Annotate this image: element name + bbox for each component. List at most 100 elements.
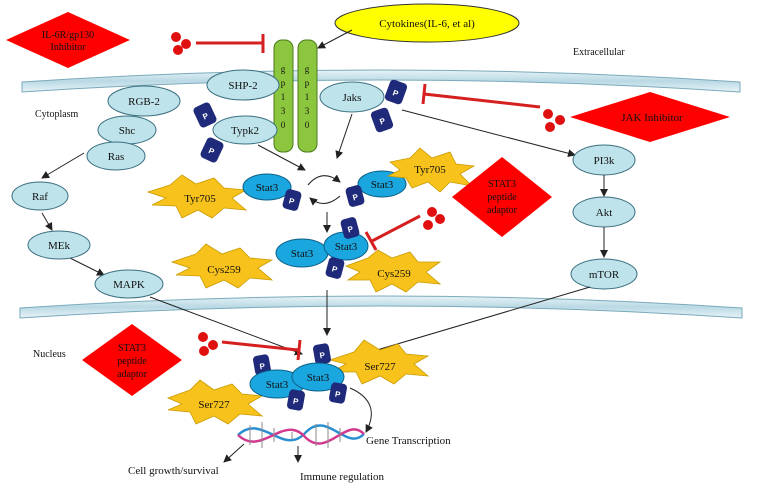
node-raf-label: Raf — [32, 191, 48, 203]
svg-text:P: P — [259, 361, 266, 371]
ser727-label-right: Ser727 — [364, 361, 396, 373]
svg-text:P: P — [352, 192, 360, 202]
stat3-adaptor-diamond-nucleus — [82, 324, 182, 396]
gene-transcription-label: Gene Transcription — [366, 435, 451, 447]
cys259-burst-left — [170, 243, 274, 289]
node-mek — [27, 230, 91, 260]
stat3-adaptor-nuc-inhibition-line — [221, 340, 299, 352]
tyr705-label-right: Tyr705 — [414, 164, 446, 176]
svg-text:g: g — [281, 64, 286, 74]
cytokine-arrow — [317, 29, 353, 49]
stat3-dimer-phospho-top: P — [340, 217, 360, 239]
svg-text:0: 0 — [281, 120, 286, 130]
dna-to-cell-growth-arrow — [223, 443, 245, 463]
node-rgb2 — [107, 85, 181, 117]
stat3-adaptor-nuc-line3: adaptor — [117, 369, 148, 380]
svg-text:P: P — [331, 264, 339, 274]
gp130-receptor-right — [297, 39, 318, 153]
nuc-phospho-left-bottom: P — [287, 389, 305, 411]
cytokines-label: Cytokines(IL-6, et al) — [379, 18, 475, 30]
svg-text:1: 1 — [305, 92, 310, 102]
stat3-adaptor-diamond-cytoplasm — [452, 157, 552, 237]
jaks-to-stat3-arrow — [335, 113, 353, 159]
svg-text:1: 1 — [281, 92, 286, 102]
node-mtor-label: mTOR — [589, 269, 620, 281]
gp130-receptor-left — [273, 39, 294, 153]
stat3-monomer-left-label: Stat3 — [256, 182, 279, 194]
nuc-phospho-right-bottom: P — [329, 382, 347, 404]
jaks-phospho-bottom: P — [370, 107, 394, 133]
mapk-pathway-edges — [41, 152, 105, 276]
tyr705-burst-left — [146, 174, 248, 219]
typk2-phospho-top: P — [193, 102, 217, 128]
node-shp2-label: SHP-2 — [228, 80, 257, 92]
svg-text:P: P — [292, 397, 299, 407]
svg-text:p: p — [305, 78, 310, 88]
il6r-inhibitor-label-line1: IL-6R/gp130 — [42, 30, 94, 41]
jaks-to-pi3k-arrow — [401, 109, 576, 158]
svg-text:P: P — [207, 146, 216, 157]
node-shc-label: Shc — [119, 125, 136, 137]
nuclear-membrane — [19, 295, 743, 319]
stat3-monomer-right — [357, 170, 407, 198]
stat3-dimer-phospho-bottom: P — [325, 257, 345, 279]
dna-helix-icon — [237, 422, 365, 448]
jak-inhibition-bar — [421, 83, 427, 105]
stat3-adaptor-nuc-molecules — [198, 332, 218, 356]
dimerization-cycle-arrow-top — [307, 174, 341, 186]
cytoplasm-label: Cytoplasm — [35, 109, 79, 120]
node-pi3k-label: PI3k — [594, 155, 615, 167]
stat3-monomer-left — [242, 173, 292, 201]
jaks-phospho-top: P — [384, 79, 408, 105]
ser727-label-left: Ser727 — [198, 399, 230, 411]
stat3-adaptor-cyto-inhibition-bar — [364, 231, 378, 251]
node-mek-label: MEk — [48, 240, 71, 252]
svg-text:P: P — [288, 196, 296, 206]
nuc-phospho-left-top: P — [253, 354, 271, 376]
stat3-left-phospho: P — [282, 189, 302, 211]
gp130-left-letters: g p 1 3 0 — [281, 64, 286, 130]
tyr705-label-left: Tyr705 — [184, 193, 216, 205]
typk2-phospho-bottom: P — [200, 137, 224, 163]
node-mapk-label: MAPK — [113, 279, 145, 291]
node-shp2 — [206, 69, 280, 101]
mapk-to-nucleus-arrow — [149, 296, 303, 356]
jak-inhibition-line — [423, 92, 541, 109]
svg-text:p: p — [281, 78, 286, 88]
jak-inhibitor-molecules — [543, 109, 565, 132]
node-typk2 — [212, 115, 278, 145]
dimerization-cycle-arrow-bottom — [309, 195, 341, 206]
svg-text:g: g — [305, 64, 310, 74]
svg-text:0: 0 — [305, 120, 310, 130]
node-ras — [86, 141, 146, 171]
stat3-dimer-left-label: Stat3 — [291, 248, 314, 260]
nucleus-label: Nucleus — [33, 349, 66, 360]
jak-inhibitor-label: JAK Inhibitor — [621, 112, 683, 124]
stat3-right-phospho: P — [345, 185, 365, 207]
svg-text:P: P — [334, 390, 341, 400]
stat3-adaptor-nuc-line1: STAT3 — [118, 343, 146, 354]
cytokines-ellipse — [334, 3, 520, 43]
stat3-adaptor-cyto-line3: adaptor — [487, 205, 518, 216]
svg-text:P: P — [347, 224, 355, 234]
svg-text:P: P — [201, 111, 210, 122]
ser727-burst-right — [328, 339, 430, 385]
stat3-nucleus-right-label: Stat3 — [307, 372, 330, 384]
node-rgb2-label: RGB-2 — [128, 96, 160, 108]
node-typk2-label: Typk2 — [231, 125, 259, 137]
svg-text:P: P — [378, 116, 387, 127]
node-mapk — [94, 269, 164, 299]
il6r-inhibitor-molecules — [171, 32, 191, 55]
node-ras-label: Ras — [108, 151, 125, 163]
stat3-dimer-right-label: Stat3 — [335, 241, 358, 253]
stat3-adaptor-cyto-line2: peptide — [487, 192, 517, 203]
cell-growth-survival-label: Cell growth/survival — [128, 465, 219, 477]
stat3-monomer-right-label: Stat3 — [371, 179, 394, 191]
immune-regulation-label: Immune regulation — [300, 471, 385, 483]
il6r-gp130-inhibitor-diamond — [6, 12, 130, 68]
il6r-inhibitor-label-line2: Inhibitor — [51, 42, 87, 53]
typk2-to-stat3-arrow — [257, 144, 306, 171]
cys259-label-left: Cys259 — [207, 264, 241, 276]
svg-text:3: 3 — [305, 106, 310, 116]
